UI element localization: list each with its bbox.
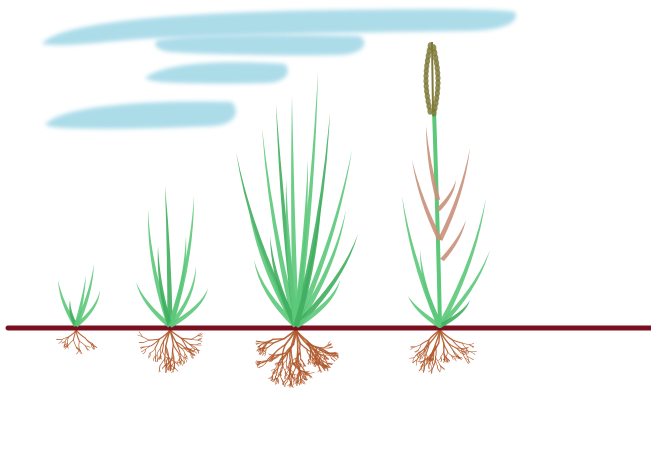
grass-plant-icon [402,42,490,328]
root-system-icon [57,330,97,354]
cloud-streak-icon [145,62,288,83]
grass-plant-icon [136,186,208,328]
leaf-blade [58,280,78,327]
root-systems [57,330,477,388]
root-system-icon [255,330,338,388]
leaf-blade [439,300,470,328]
grass-plant-icon [58,264,100,327]
root-system-icon [138,330,203,373]
seed-head-icon [423,42,440,117]
sky-cloud-streaks [42,9,516,129]
root-system-icon [410,330,477,373]
plants [58,42,490,328]
grass-plant-icon [236,72,358,328]
leaf-blade [440,220,466,261]
cloud-streak-icon [45,102,235,129]
stem [434,110,440,326]
leaf-blade [438,198,486,327]
cloud-streak-icon [155,35,364,56]
leaf-blade [438,148,470,241]
